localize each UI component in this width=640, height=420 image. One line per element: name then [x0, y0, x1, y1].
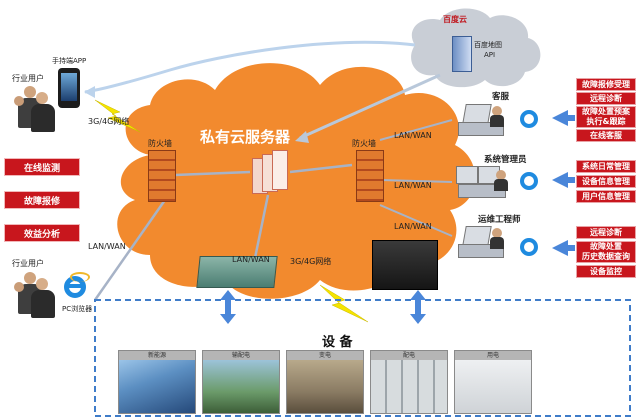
firewall-right-label: 防火墙: [352, 139, 376, 148]
pc-network-label: LAN/WAN: [88, 242, 126, 251]
device-consumption[interactable]: 用电: [454, 350, 532, 414]
role3-lan-label: LAN/WAN: [394, 222, 432, 231]
baidu-map-label: 百度地图: [474, 41, 502, 49]
firewall-left-label: 防火墙: [148, 139, 172, 148]
role3-func-history-query[interactable]: 故障处置 历史数据查询: [576, 241, 636, 263]
role-customer-service-label: 客服: [492, 92, 510, 102]
map-server-icon: [452, 36, 472, 72]
device-transmission[interactable]: 输配电: [202, 350, 280, 414]
role1-func-online-service[interactable]: 在线客服: [576, 129, 636, 142]
device-distribution[interactable]: 配电: [370, 350, 448, 414]
role3-ie-icon: [520, 238, 538, 256]
app-label: 手持端APP: [52, 57, 87, 65]
role1-func-plan-execution[interactable]: 故障处置预案 执行&跟踪: [576, 106, 636, 128]
ie-browser-icon: [64, 272, 90, 298]
transmission-tower-icon: [203, 360, 279, 413]
role2-func-device-info[interactable]: 设备信息管理: [576, 175, 636, 188]
role1-func-fault-accept[interactable]: 故障报修受理: [576, 78, 636, 91]
customer-service-icon: [458, 102, 508, 138]
sysadmin-icon: [456, 164, 512, 200]
firewall-right-icon: [356, 150, 384, 202]
pc-users-icon: [14, 272, 56, 318]
role1-func-remote-diagnosis[interactable]: 远程诊断: [576, 92, 636, 105]
baidu-map-api-label: API: [484, 51, 496, 59]
left-function-benefit-analysis[interactable]: 效益分析: [4, 224, 80, 242]
lightning-left: [94, 99, 141, 133]
role-ops-engineer-label: 运维工程师: [478, 215, 521, 225]
device-substation[interactable]: 变电: [286, 350, 364, 414]
gateway-right-network-label: 3G/4G网络: [290, 257, 332, 266]
device-substation-label: 变电: [287, 351, 363, 360]
pc-user-label: 行业用户: [12, 259, 44, 268]
device-distribution-label: 配电: [371, 351, 447, 360]
mobile-users-icon: [14, 86, 56, 132]
equipment-frame: [94, 299, 631, 417]
ops-engineer-icon: [458, 224, 508, 260]
role2-lan-label: LAN/WAN: [394, 181, 432, 190]
left-function-fault-report[interactable]: 故障报修: [4, 191, 80, 209]
device-new-energy[interactable]: 新能源: [118, 350, 196, 414]
role2-func-user-info[interactable]: 用户信息管理: [576, 190, 636, 203]
devices-title: 设 备: [322, 335, 353, 350]
pc-browser-label: PC浏览器: [62, 305, 93, 313]
role2-ie-icon: [520, 172, 538, 190]
cloud-title: 私有云服务器: [200, 128, 291, 146]
baidu-cloud-label: 百度云: [443, 15, 467, 24]
substation-icon: [287, 360, 363, 413]
device-consumption-label: 用电: [455, 351, 531, 360]
lightning-bottom: [319, 284, 369, 323]
role3-func-remote-diagnosis[interactable]: 远程诊断: [576, 226, 636, 239]
double-arrows: [220, 290, 426, 324]
power-socket-icon: [455, 360, 531, 413]
gateway-right-icon: [372, 240, 438, 290]
private-cloud-shape: [117, 63, 476, 299]
role-sysadmin-label: 系统管理员: [484, 155, 527, 165]
device-new-energy-label: 新能源: [119, 351, 195, 360]
solar-panel-icon: [119, 360, 195, 413]
left-function-online-monitoring[interactable]: 在线监测: [4, 158, 80, 176]
switchgear-icon: [371, 360, 447, 413]
firewall-left-icon: [148, 150, 176, 202]
role1-ie-icon: [520, 110, 538, 128]
baidu-cloud-shape: [411, 8, 541, 88]
role3-func-device-monitor[interactable]: 设备监控: [576, 265, 636, 278]
mobile-network-label: 3G/4G网络: [88, 117, 130, 126]
gateway-left-lan-label: LAN/WAN: [232, 255, 270, 264]
mobile-user-label: 行业用户: [12, 74, 44, 83]
role1-lan-label: LAN/WAN: [394, 131, 432, 140]
phone-icon: [58, 68, 80, 108]
role2-func-daily-mgmt[interactable]: 系统日常管理: [576, 160, 636, 173]
server-icon: [252, 150, 288, 194]
device-transmission-label: 输配电: [203, 351, 279, 360]
